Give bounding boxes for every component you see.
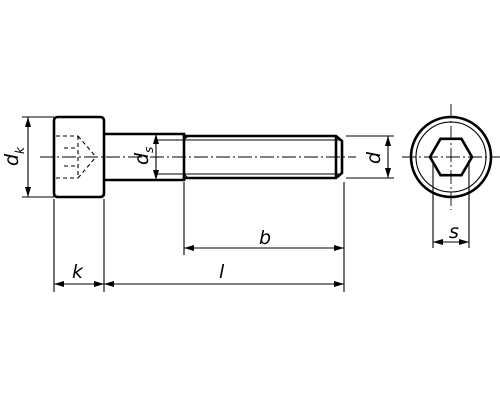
- dim-length: l: [104, 261, 344, 287]
- dim-thread-diameter: d: [346, 135, 394, 179]
- dim-head-diameter: d k: [1, 116, 54, 198]
- key-width-label: s: [449, 221, 459, 243]
- thread-diameter-label: d: [363, 151, 385, 164]
- dim-thread-length: b: [184, 227, 344, 251]
- head-outer-circle: [409, 115, 493, 199]
- hex-socket: [428, 137, 474, 177]
- screw-head: [52, 115, 106, 199]
- shank-diameter-subscript: s: [142, 147, 156, 153]
- end-view: s: [402, 104, 500, 248]
- thread-length-label: b: [259, 227, 271, 249]
- head-diameter-subscript: k: [13, 146, 27, 154]
- shank-diameter-label: d: [131, 152, 153, 165]
- head-height-label: k: [72, 261, 84, 283]
- length-label: l: [219, 261, 225, 283]
- dim-head-height: k: [54, 261, 104, 287]
- head-chamfer-circle: [415, 121, 487, 193]
- dim-shank-diameter: d s: [131, 134, 159, 180]
- hex-socket-hidden: [56, 135, 97, 179]
- side-view: [40, 115, 356, 199]
- head-diameter-label: d: [1, 153, 23, 166]
